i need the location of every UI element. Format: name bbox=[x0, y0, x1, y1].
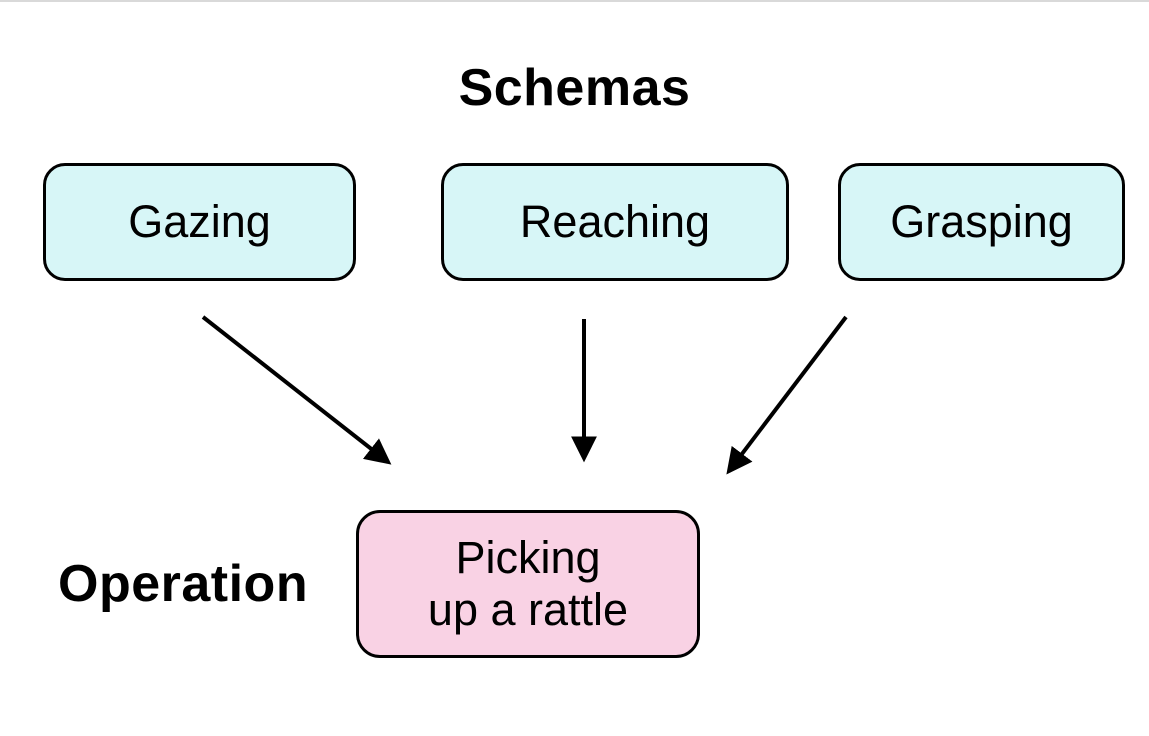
schema-box-grasping-label: Grasping bbox=[890, 196, 1073, 248]
schema-box-gazing: Gazing bbox=[43, 163, 356, 281]
operation-title: Operation bbox=[58, 555, 309, 613]
operation-box: Picking up a rattle bbox=[356, 510, 700, 658]
schema-box-reaching: Reaching bbox=[441, 163, 789, 281]
schema-box-reaching-label: Reaching bbox=[519, 196, 711, 248]
operation-box-line2: up a rattle bbox=[427, 584, 629, 635]
operation-box-label: Picking up a rattle bbox=[428, 532, 628, 636]
arrow-gazing-to-operation bbox=[201, 315, 392, 465]
top-divider bbox=[0, 0, 1149, 2]
schemas-title: Schemas bbox=[458, 59, 691, 117]
operation-box-line1: Picking bbox=[455, 532, 601, 584]
arrow-grasping-to-operation bbox=[726, 315, 848, 475]
schema-box-grasping: Grasping bbox=[838, 163, 1125, 281]
schema-box-gazing-label: Gazing bbox=[128, 196, 271, 248]
